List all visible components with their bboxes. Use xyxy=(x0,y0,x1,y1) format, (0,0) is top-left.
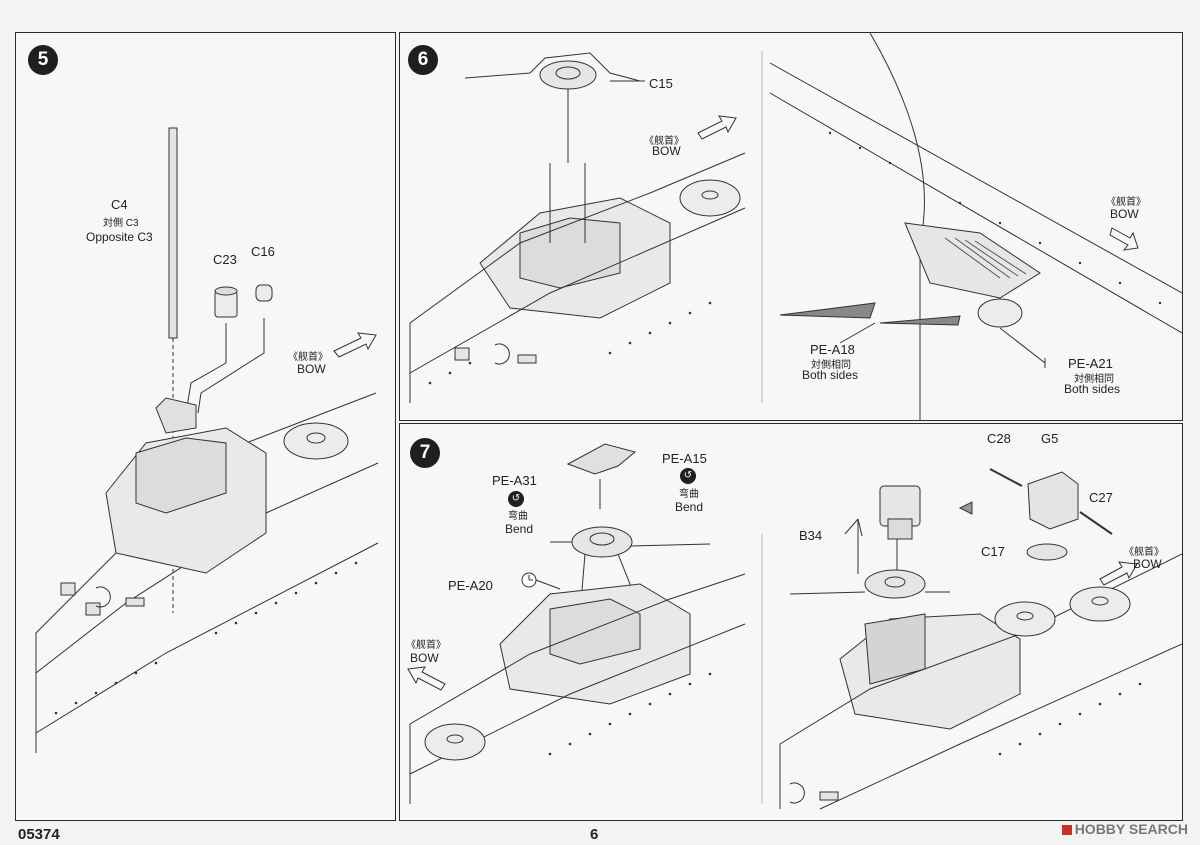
hobbysearch-logo-icon xyxy=(1061,825,1072,836)
bow-label-en: BOW xyxy=(1110,207,1139,221)
step-5-panel: 5 xyxy=(15,32,396,821)
part-c28-label: C28 xyxy=(987,431,1011,446)
step-7-drawing xyxy=(407,443,1182,810)
step-7-badge: 7 xyxy=(410,438,440,468)
bow-label-en: BOW xyxy=(297,362,326,376)
part-pea18-note-cn: 対側相同 xyxy=(811,360,851,371)
part-pea31-label: PE-A31 xyxy=(492,473,537,488)
watermark: HOBBY SEARCH xyxy=(1061,821,1188,837)
bow-label-en: BOW xyxy=(652,144,681,158)
bow-arrow-icon xyxy=(407,501,1138,691)
part-pea18-label: PE-A18 xyxy=(810,342,855,357)
bow-label-en: BOW xyxy=(1133,557,1162,571)
step-6-panel: 6 xyxy=(399,32,1183,421)
watermark-text: HOBBY SEARCH xyxy=(1074,821,1188,837)
part-c4-label: C4 xyxy=(111,197,128,212)
bow-arrow-icon xyxy=(333,332,377,358)
part-c23-label: C23 xyxy=(213,252,237,267)
part-pea15-label: PE-A15 xyxy=(662,451,707,466)
bow-arrow-icon xyxy=(697,115,1139,251)
part-c4-note-cn: 対側 C3 xyxy=(103,218,139,229)
part-c17-label: C17 xyxy=(981,544,1005,559)
part-pea31-note-en: Bend xyxy=(505,522,534,536)
page-number: 6 xyxy=(590,826,599,843)
step-5-drawing xyxy=(35,127,379,753)
part-pea21-label: PE-A21 xyxy=(1068,356,1113,371)
part-c27-label: C27 xyxy=(1089,490,1113,505)
bend-icon: ↺ xyxy=(680,468,696,484)
product-code: 05374 xyxy=(18,826,60,843)
part-pea18-note-en: Both sides xyxy=(802,368,859,382)
step-6-drawing xyxy=(409,33,1182,420)
bow-label-cn: 《舰首》 xyxy=(288,352,328,363)
part-pea15-note-en: Bend xyxy=(675,500,704,514)
bow-label-en: BOW xyxy=(410,651,439,665)
bow-label-cn: 《舰首》 xyxy=(1106,197,1146,208)
bow-label-cn: 《舰首》 xyxy=(1124,547,1164,558)
bow-label-cn: 《舰首》 xyxy=(644,136,684,147)
bend-icon: ↺ xyxy=(508,491,524,507)
part-pea15-note-cn: 弯曲 xyxy=(679,489,699,500)
bow-label-cn: 《舰首》 xyxy=(406,640,446,651)
step-5-badge: 5 xyxy=(28,45,58,75)
part-pea31-note-cn: 弯曲 xyxy=(508,511,528,522)
step-7-panel: 7 xyxy=(399,423,1183,821)
step-6-badge: 6 xyxy=(408,45,438,75)
part-pea21-note-en: Both sides xyxy=(1064,382,1121,396)
part-b34-label: B34 xyxy=(799,528,823,543)
part-c15-label: C15 xyxy=(649,76,673,91)
part-pea21-note-cn: 対側相同 xyxy=(1074,374,1114,385)
part-g5-label: G5 xyxy=(1041,431,1059,446)
part-c16-label: C16 xyxy=(251,244,275,259)
part-pea20-label: PE-A20 xyxy=(448,578,493,593)
part-c4-note-en: Opposite C3 xyxy=(86,230,153,244)
